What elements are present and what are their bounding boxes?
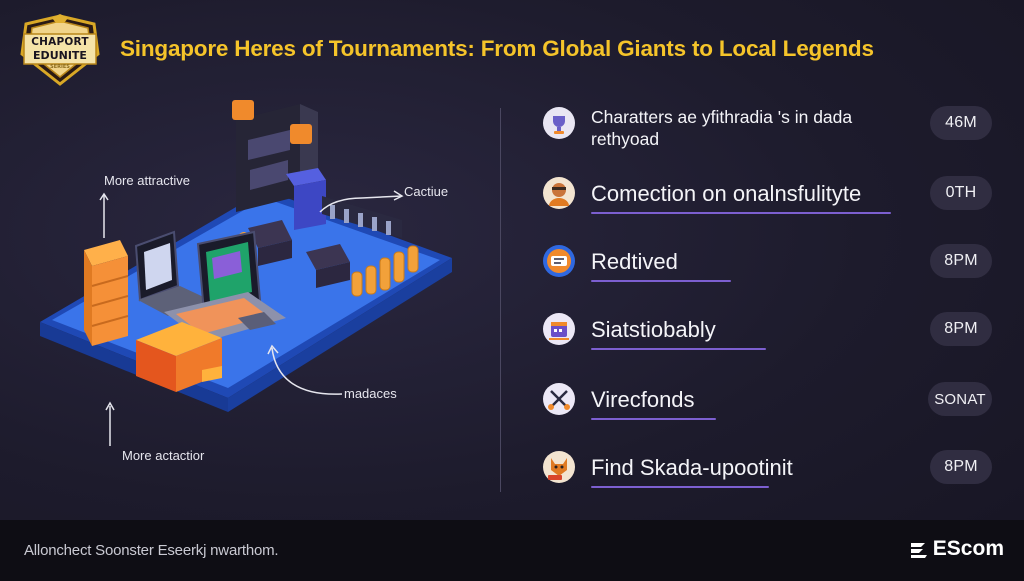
callout-bottom-right: madaces <box>344 386 397 401</box>
isometric-illustration: More attractive Cactiue madaces More act… <box>0 0 500 500</box>
logo-line-3: SERIES <box>50 64 70 70</box>
list-item-label: Siatstiobably <box>591 317 716 342</box>
gamer-avatar-icon <box>543 177 575 209</box>
logo-line-2: EDUNITE <box>33 49 87 62</box>
calendar-icon <box>543 313 575 345</box>
fox-avatar-icon <box>543 451 575 483</box>
list-item-label: Charatters ae yfithradia 's in dada reth… <box>591 107 853 149</box>
logo-line-1: CHAPORT <box>31 36 89 48</box>
list-item-5[interactable]: Virecfonds SONAT <box>538 376 998 426</box>
list-item-value: 8PM <box>930 244 992 278</box>
list-item-6[interactable]: Find Skada-upootinit 8PM <box>538 444 998 494</box>
list-item-underline <box>591 486 769 488</box>
brand-mark-icon <box>910 543 927 558</box>
list-item-2[interactable]: Comection on onalnsfulityte 0TH <box>538 170 998 220</box>
list-item-label: Virecfonds <box>591 387 695 412</box>
list-item-value: 0TH <box>930 176 992 210</box>
list-item-label: Redtived <box>591 249 678 274</box>
callout-top-right: Cactiue <box>404 184 449 199</box>
list-item-1[interactable]: Charatters ae yfithradia 's in dada reth… <box>538 100 998 150</box>
brand-logo[interactable]: EScom <box>908 537 1004 561</box>
page-title: Singapore Heres of Tournaments: From Glo… <box>120 36 874 61</box>
list-item-label: Comection on onalnsfulityte <box>591 181 862 206</box>
list-item-value: SONAT <box>928 382 992 416</box>
list-item-value: 8PM <box>930 312 992 346</box>
trophy-icon <box>543 107 575 139</box>
list-item-underline <box>591 280 731 282</box>
list-item-underline <box>591 418 716 420</box>
callout-bottom-left: More actactior <box>122 448 205 463</box>
tournament-logo: CHAPORT EDUNITE SERIES <box>18 14 102 86</box>
brand-name: EScom <box>932 537 1004 560</box>
platform-illustration <box>40 100 452 446</box>
shield-icon <box>20 14 100 86</box>
ticket-icon <box>543 245 575 277</box>
list-item-3[interactable]: Redtived 8PM <box>538 238 998 288</box>
section-divider <box>500 108 501 492</box>
swords-icon <box>543 383 575 415</box>
list-item-underline <box>591 348 766 350</box>
footer-text: Allonchect Soonster Eseerkj nwarthom. <box>24 542 279 559</box>
list-item-value: 8PM <box>930 450 992 484</box>
footer-bar: Allonchect Soonster Eseerkj nwarthom. ES… <box>0 520 1024 581</box>
list-item-4[interactable]: Siatstiobably 8PM <box>538 306 998 356</box>
list-item-label: Find Skada-upootinit <box>591 455 793 480</box>
list-item-value: 46M <box>930 106 992 140</box>
callout-top-left: More attractive <box>104 173 190 188</box>
list-item-underline <box>591 212 891 214</box>
